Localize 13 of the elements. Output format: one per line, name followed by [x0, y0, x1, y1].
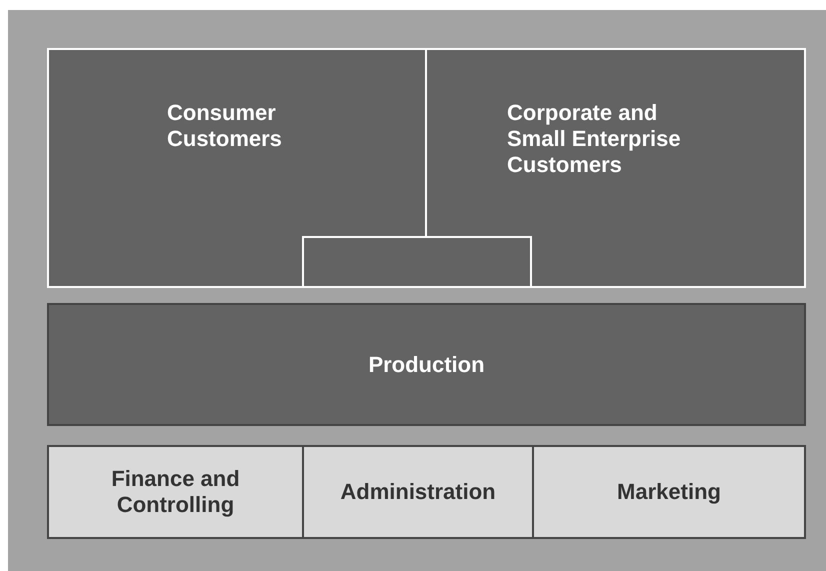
segment-box — [47, 48, 427, 288]
department-box — [302, 445, 534, 539]
segment-box — [47, 303, 806, 426]
segment-label: Administration — [340, 479, 496, 505]
segment-box — [425, 48, 806, 288]
empty-box — [302, 236, 532, 288]
segment-label: Marketing — [617, 479, 721, 505]
segment-label: Consumer Customers — [167, 100, 283, 152]
segment-label: Finance and Controlling — [110, 466, 241, 518]
segment-label: Production — [368, 352, 485, 378]
department-box — [532, 445, 806, 539]
segment-label: Corporate and Small Enterprise Customers — [507, 100, 682, 178]
department-box — [47, 445, 304, 539]
